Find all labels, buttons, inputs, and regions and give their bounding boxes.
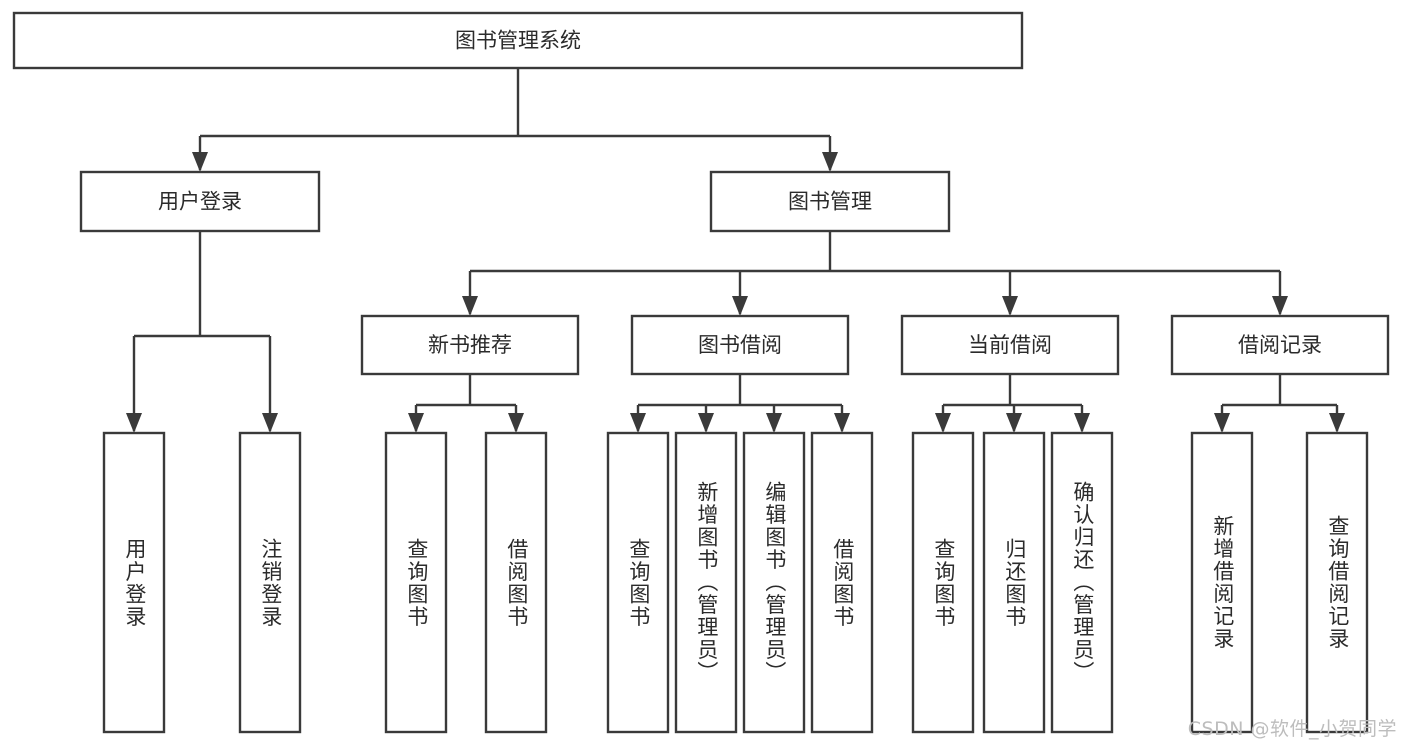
node-box-level3-1[interactable] — [630, 314, 850, 376]
node-label-level3-1: 图书借阅 — [698, 333, 782, 357]
arrow-head-leaf — [1329, 413, 1345, 433]
node-box-level3-2[interactable] — [900, 314, 1120, 376]
node-label-leaf-1: 注销登录 — [258, 537, 283, 628]
node-box-leaf-8[interactable] — [911, 431, 975, 734]
node-label-leaf-11: 新增借阅记录 — [1210, 515, 1235, 650]
arrow-head-leaf — [1214, 413, 1230, 433]
node-label-level3-2: 当前借阅 — [968, 333, 1052, 357]
node-label-level3-3: 借阅记录 — [1238, 333, 1322, 357]
node-label-level3-0: 新书推荐 — [428, 333, 512, 357]
arrow-head-leaf — [126, 413, 142, 433]
connectors-layer — [126, 68, 1345, 433]
arrow-head-leaf — [834, 413, 850, 433]
boxes-layer — [12, 11, 1390, 734]
node-label-leaf-6: 编辑图书（管理员） — [762, 481, 787, 684]
arrow-head-level2 — [192, 152, 208, 172]
node-label-root: 图书管理系统 — [455, 29, 581, 53]
node-box-root[interactable] — [12, 11, 1024, 70]
arrow-head-leaf — [630, 413, 646, 433]
node-box-leaf-11[interactable] — [1190, 431, 1254, 734]
arrow-head-level2 — [822, 152, 838, 172]
arrow-head-leaf — [766, 413, 782, 433]
node-box-level2-1[interactable] — [709, 170, 951, 233]
arrow-head-level3 — [462, 296, 478, 316]
node-box-leaf-10[interactable] — [1050, 431, 1114, 734]
arrow-head-leaf — [1074, 413, 1090, 433]
node-box-leaf-1[interactable] — [238, 431, 302, 734]
node-label-leaf-3: 借阅图书 — [504, 537, 529, 628]
node-box-leaf-0[interactable] — [102, 431, 166, 734]
node-label-leaf-12: 查询借阅记录 — [1325, 515, 1350, 650]
arrow-head-leaf — [935, 413, 951, 433]
node-box-leaf-9[interactable] — [982, 431, 1046, 734]
node-box-leaf-6[interactable] — [742, 431, 806, 734]
arrow-head-level3 — [732, 296, 748, 316]
node-label-level2-0: 用户登录 — [158, 190, 242, 214]
node-box-leaf-7[interactable] — [810, 431, 874, 734]
arrow-head-level3 — [1272, 296, 1288, 316]
node-label-leaf-8: 查询图书 — [931, 537, 956, 628]
node-label-leaf-9: 归还图书 — [1002, 537, 1027, 628]
arrow-head-leaf — [262, 413, 278, 433]
node-box-leaf-5[interactable] — [674, 431, 738, 734]
watermark-text: CSDN @软件_小贺同学 — [1187, 718, 1397, 740]
node-box-leaf-12[interactable] — [1305, 431, 1369, 734]
node-label-leaf-10: 确认归还（管理员） — [1070, 481, 1095, 684]
node-label-leaf-7: 借阅图书 — [830, 537, 855, 628]
arrow-head-level3 — [1002, 296, 1018, 316]
node-box-level3-0[interactable] — [360, 314, 580, 376]
arrow-head-leaf — [698, 413, 714, 433]
node-label-level2-1: 图书管理 — [788, 190, 872, 214]
node-box-level2-0[interactable] — [79, 170, 321, 233]
node-box-leaf-2[interactable] — [384, 431, 448, 734]
node-label-leaf-0: 用户登录 — [122, 537, 147, 628]
node-box-leaf-3[interactable] — [484, 431, 548, 734]
node-label-leaf-2: 查询图书 — [404, 537, 429, 628]
arrow-head-leaf — [408, 413, 424, 433]
arrow-head-leaf — [1006, 413, 1022, 433]
node-label-leaf-5: 新增图书（管理员） — [694, 481, 719, 684]
node-label-leaf-4: 查询图书 — [626, 537, 651, 628]
node-box-leaf-4[interactable] — [606, 431, 670, 734]
arrow-head-leaf — [508, 413, 524, 433]
node-box-level3-3[interactable] — [1170, 314, 1390, 376]
